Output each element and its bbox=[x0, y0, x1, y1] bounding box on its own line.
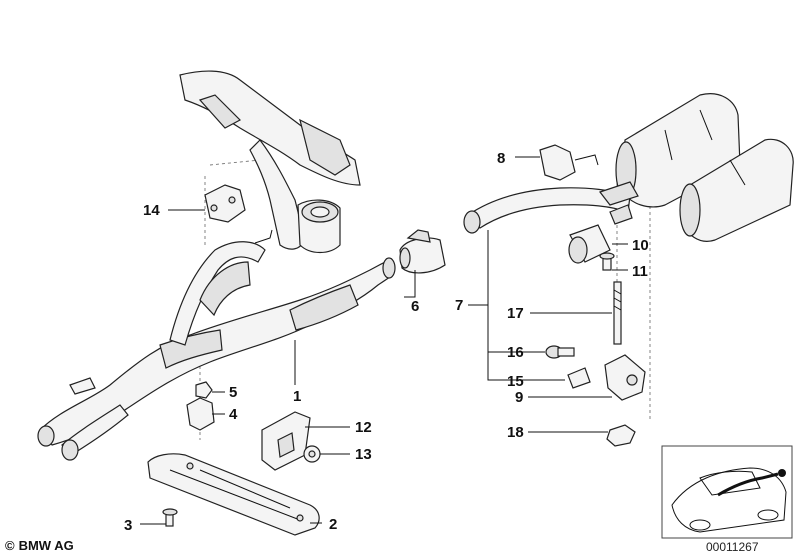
hanger-9 bbox=[604, 354, 646, 401]
callout-5: 5 bbox=[229, 384, 237, 401]
callout-18: 18 bbox=[507, 424, 524, 441]
nut-5 bbox=[195, 381, 213, 399]
callout-15: 15 bbox=[507, 373, 524, 390]
callout-8: 8 bbox=[497, 150, 505, 167]
callout-1: 1 bbox=[293, 388, 301, 405]
callout-10: 10 bbox=[632, 237, 649, 254]
plate-15 bbox=[567, 367, 591, 389]
diagram-code: 00011267 bbox=[706, 540, 759, 554]
callout-12: 12 bbox=[355, 419, 372, 436]
callout-14: 14 bbox=[143, 202, 160, 219]
heat-shield-2 bbox=[147, 453, 320, 536]
stud-17 bbox=[613, 281, 622, 345]
bolt-11 bbox=[599, 252, 615, 271]
callout-6: 6 bbox=[411, 298, 419, 315]
callout-13: 13 bbox=[355, 446, 372, 463]
clamp-6 bbox=[399, 229, 446, 274]
bolt-16 bbox=[545, 345, 575, 359]
nut-18 bbox=[606, 424, 636, 447]
callout-17: 17 bbox=[507, 305, 524, 322]
callout-4: 4 bbox=[229, 406, 238, 423]
callout-11: 11 bbox=[632, 263, 648, 280]
copyright-icon: © bbox=[5, 538, 15, 553]
manifold-assembly bbox=[179, 70, 361, 254]
bolt-3 bbox=[162, 508, 178, 527]
car-location-inset bbox=[661, 445, 793, 539]
clamp-4 bbox=[186, 397, 215, 431]
callout-3: 3 bbox=[124, 517, 132, 534]
front-pipe-assembly bbox=[37, 229, 396, 461]
brand-label: BMW AG bbox=[18, 538, 74, 553]
bmw-copyright: © BMW AG bbox=[5, 538, 74, 553]
bracket-12 bbox=[261, 411, 311, 471]
rear-silencer-assembly bbox=[463, 93, 794, 242]
callout-2: 2 bbox=[329, 516, 337, 533]
tail-pipe-10 bbox=[568, 224, 611, 264]
callout-9: 9 bbox=[515, 389, 523, 406]
leader-lines bbox=[140, 156, 628, 525]
isolator-8 bbox=[539, 144, 599, 181]
callout-7: 7 bbox=[455, 297, 463, 314]
callout-16: 16 bbox=[507, 344, 524, 361]
bracket-14 bbox=[204, 184, 246, 223]
nut-13 bbox=[303, 445, 321, 463]
